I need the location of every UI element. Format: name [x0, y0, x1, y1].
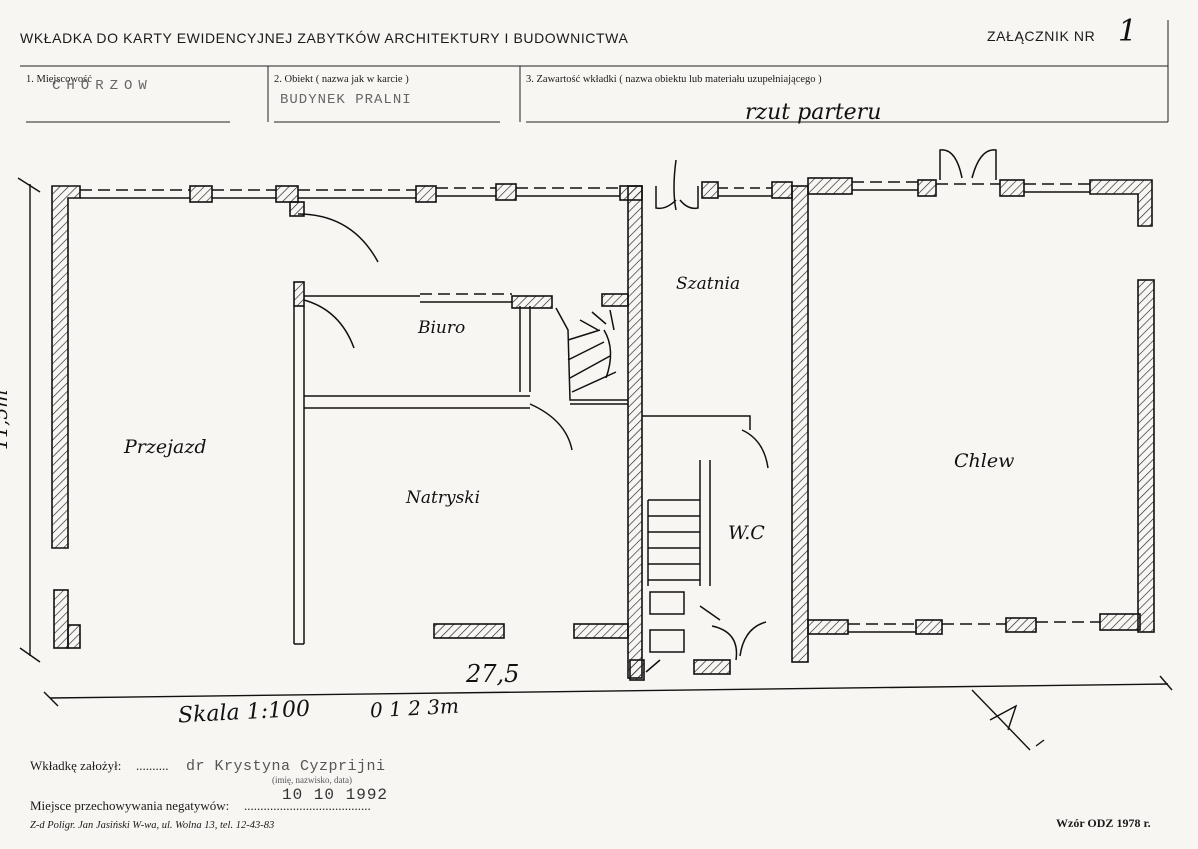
- pier-6: [771, 181, 793, 199]
- pier-b2: [573, 623, 629, 639]
- author-value: dr Krystyna Cyzprijni: [186, 758, 386, 775]
- attachment-number: 1: [1118, 14, 1138, 49]
- dimension-height: 11,5m: [0, 389, 12, 450]
- wall-left-outer: [51, 185, 81, 549]
- wall-right-top: [1089, 179, 1153, 227]
- place-value: CHORZOW: [52, 78, 153, 94]
- form-lines: [20, 20, 1169, 123]
- pier-9: [999, 179, 1025, 197]
- wall-right: [1137, 279, 1155, 633]
- wall-left-lower-b: [67, 624, 81, 649]
- room-label-chlew: Chlew: [954, 450, 1015, 472]
- object-value: BUDYNEK PRALNI: [280, 92, 412, 108]
- walls: [51, 177, 1155, 681]
- pier-3: [415, 185, 437, 203]
- date-value: 10 10 1992: [282, 786, 389, 804]
- dimension-lines: [17, 177, 1173, 751]
- form-title: WKŁADKA DO KARTY EWIDENCYJNEJ ZABYTKÓW A…: [20, 30, 629, 46]
- author-label: Wkładkę założył:: [30, 758, 122, 773]
- room-label-przejazd: Przejazd: [124, 436, 207, 458]
- object-label: 2. Obiekt ( nazwa jak w karcie ): [274, 74, 409, 85]
- pier-7: [807, 177, 853, 195]
- pier-2: [275, 185, 299, 203]
- pier-4: [495, 183, 517, 201]
- pier-b9: [511, 295, 553, 309]
- pier-b7: [693, 659, 731, 675]
- form-reference: Wzór ODZ 1978 r.: [1056, 816, 1151, 830]
- partitions: [80, 149, 1100, 673]
- content-value: rzut parteru: [745, 100, 882, 125]
- pier-2b: [289, 201, 305, 217]
- pier-b5: [1005, 617, 1037, 633]
- pier-b10: [601, 293, 629, 307]
- wall-left-lower: [53, 589, 69, 649]
- attachment-label: ZAŁĄCZNIK NR: [987, 28, 1096, 44]
- pier-5: [701, 181, 719, 199]
- room-label-wc: W.C: [728, 522, 765, 544]
- room-label-natrysk: Natryski: [406, 488, 481, 508]
- dimension-width: 27,5: [466, 660, 520, 688]
- wall-center: [627, 185, 643, 679]
- content-label: 3. Zawartość wkładki ( nazwa obiektu lub…: [526, 74, 822, 85]
- pier-8: [917, 179, 937, 197]
- pier-b4: [915, 619, 943, 635]
- pier-1: [189, 185, 213, 203]
- wall-chlew-left: [791, 185, 809, 663]
- scale-marks: 0 1 2 3m: [369, 693, 460, 723]
- room-label-biuro: Biuro: [418, 318, 466, 338]
- pier-b6: [1099, 613, 1141, 631]
- wall-center-bottom: [629, 659, 645, 681]
- room-label-szatnia: Szatnia: [676, 274, 741, 294]
- storage-label: Miejsce przechowywania negatywów:: [30, 798, 230, 813]
- pier-b3: [807, 619, 849, 635]
- storage-dots: .......................................: [244, 798, 371, 813]
- printer-note: Z-d Poligr. Jan Jasiński W-wa, ul. Wolna…: [30, 820, 275, 831]
- pier-b8: [293, 281, 305, 307]
- author-dots: ..........: [136, 758, 169, 773]
- author-hint: (imię, nazwisko, data): [272, 775, 352, 785]
- pier-b1: [433, 623, 505, 639]
- place-label: 1. Miejscowość: [26, 74, 92, 85]
